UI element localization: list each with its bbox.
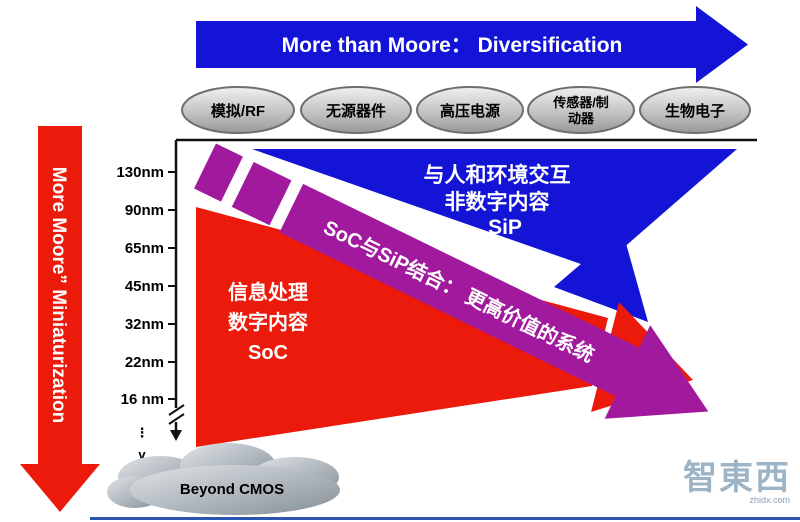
soc-label-line1: 信息处理 <box>228 280 308 304</box>
bottom-divider-line <box>90 517 800 520</box>
more-than-moore-body <box>196 21 696 68</box>
category-ellipse-passive <box>300 86 412 134</box>
category-ellipses: 模拟/RF 无源器件 高压电源 传感器/制 动器 生物电子 <box>181 86 751 134</box>
category-label-hv-power: 高压电源 <box>440 102 500 120</box>
axis-break-slash-1 <box>168 404 185 416</box>
more-moore-arrow: More Moore” Miniaturization <box>20 126 100 512</box>
axis-label-90nm: 90nm <box>125 202 164 219</box>
sip-label-line3: SiP <box>488 216 522 239</box>
category-label-analog-rf: 模拟/RF <box>211 102 265 120</box>
axis-label-65nm: 65nm <box>125 240 164 257</box>
category-label-bioelectronics: 生物电子 <box>665 102 725 120</box>
soc-label-line2: 数字内容 <box>228 310 308 334</box>
category-ellipse-bioelectronics <box>639 86 751 134</box>
axis-label-32nm: 32nm <box>125 316 164 333</box>
more-moore-body <box>38 126 82 464</box>
soc-sip-arrowhead <box>604 325 709 419</box>
watermark-logo: 智東西 <box>683 459 791 497</box>
axis-label-130nm: 130nm <box>116 164 164 181</box>
category-label-passive: 无源器件 <box>325 102 386 120</box>
beyond-cmos-label: Beyond CMOS <box>180 481 284 498</box>
cloud-base <box>130 465 340 515</box>
category-ellipse-sensor-actuator <box>527 86 635 134</box>
more-than-moore-arrowhead <box>696 6 748 83</box>
soc-sip-dash-1 <box>194 143 243 202</box>
axis: 130nm 90nm 65nm 45nm 32nm 22nm 16 nm ⋮ v <box>116 138 757 462</box>
category-ellipse-hv-power <box>416 86 524 134</box>
axis-label-45nm: 45nm <box>125 278 164 295</box>
sip-label-line2: 非数字内容 <box>445 190 550 214</box>
axis-label-22nm: 22nm <box>125 354 164 371</box>
watermark-domain: zhidx.com <box>749 495 790 505</box>
category-label-sensor-actuator-line1: 传感器/制 <box>552 95 609 110</box>
more-than-moore-arrow: More than Moore： Diversification <box>196 6 748 83</box>
sip-arrow: 与人和环境交互 非数字内容 SiP <box>252 149 737 322</box>
axis-label-16nm: 16 nm <box>121 391 164 408</box>
axis-break-slash-2 <box>168 413 185 425</box>
soc-sip-band <box>279 183 640 397</box>
axis-down-arrowhead <box>170 430 182 441</box>
watermark: 智東西 zhidx.com <box>683 459 791 505</box>
category-label-sensor-actuator-line2: 动器 <box>568 111 595 126</box>
category-ellipse-analog-rf <box>181 86 295 134</box>
sip-label-line1: 与人和环境交互 <box>424 163 571 187</box>
soc-triangle-shape <box>196 207 608 447</box>
sip-arrowhead <box>554 229 648 322</box>
axis-v-marker: v <box>138 447 146 462</box>
soc-sip-dash-2 <box>231 161 292 226</box>
more-than-moore-label: More than Moore： Diversification <box>282 34 623 57</box>
axis-ellipsis-dots: ⋮ <box>136 425 149 440</box>
more-moore-label: More Moore” Miniaturization <box>48 167 69 424</box>
beyond-cmos-cloud: Beyond CMOS <box>107 443 340 515</box>
more-moore-arrowhead <box>20 464 100 512</box>
soc-label-line3: SoC <box>248 342 288 364</box>
